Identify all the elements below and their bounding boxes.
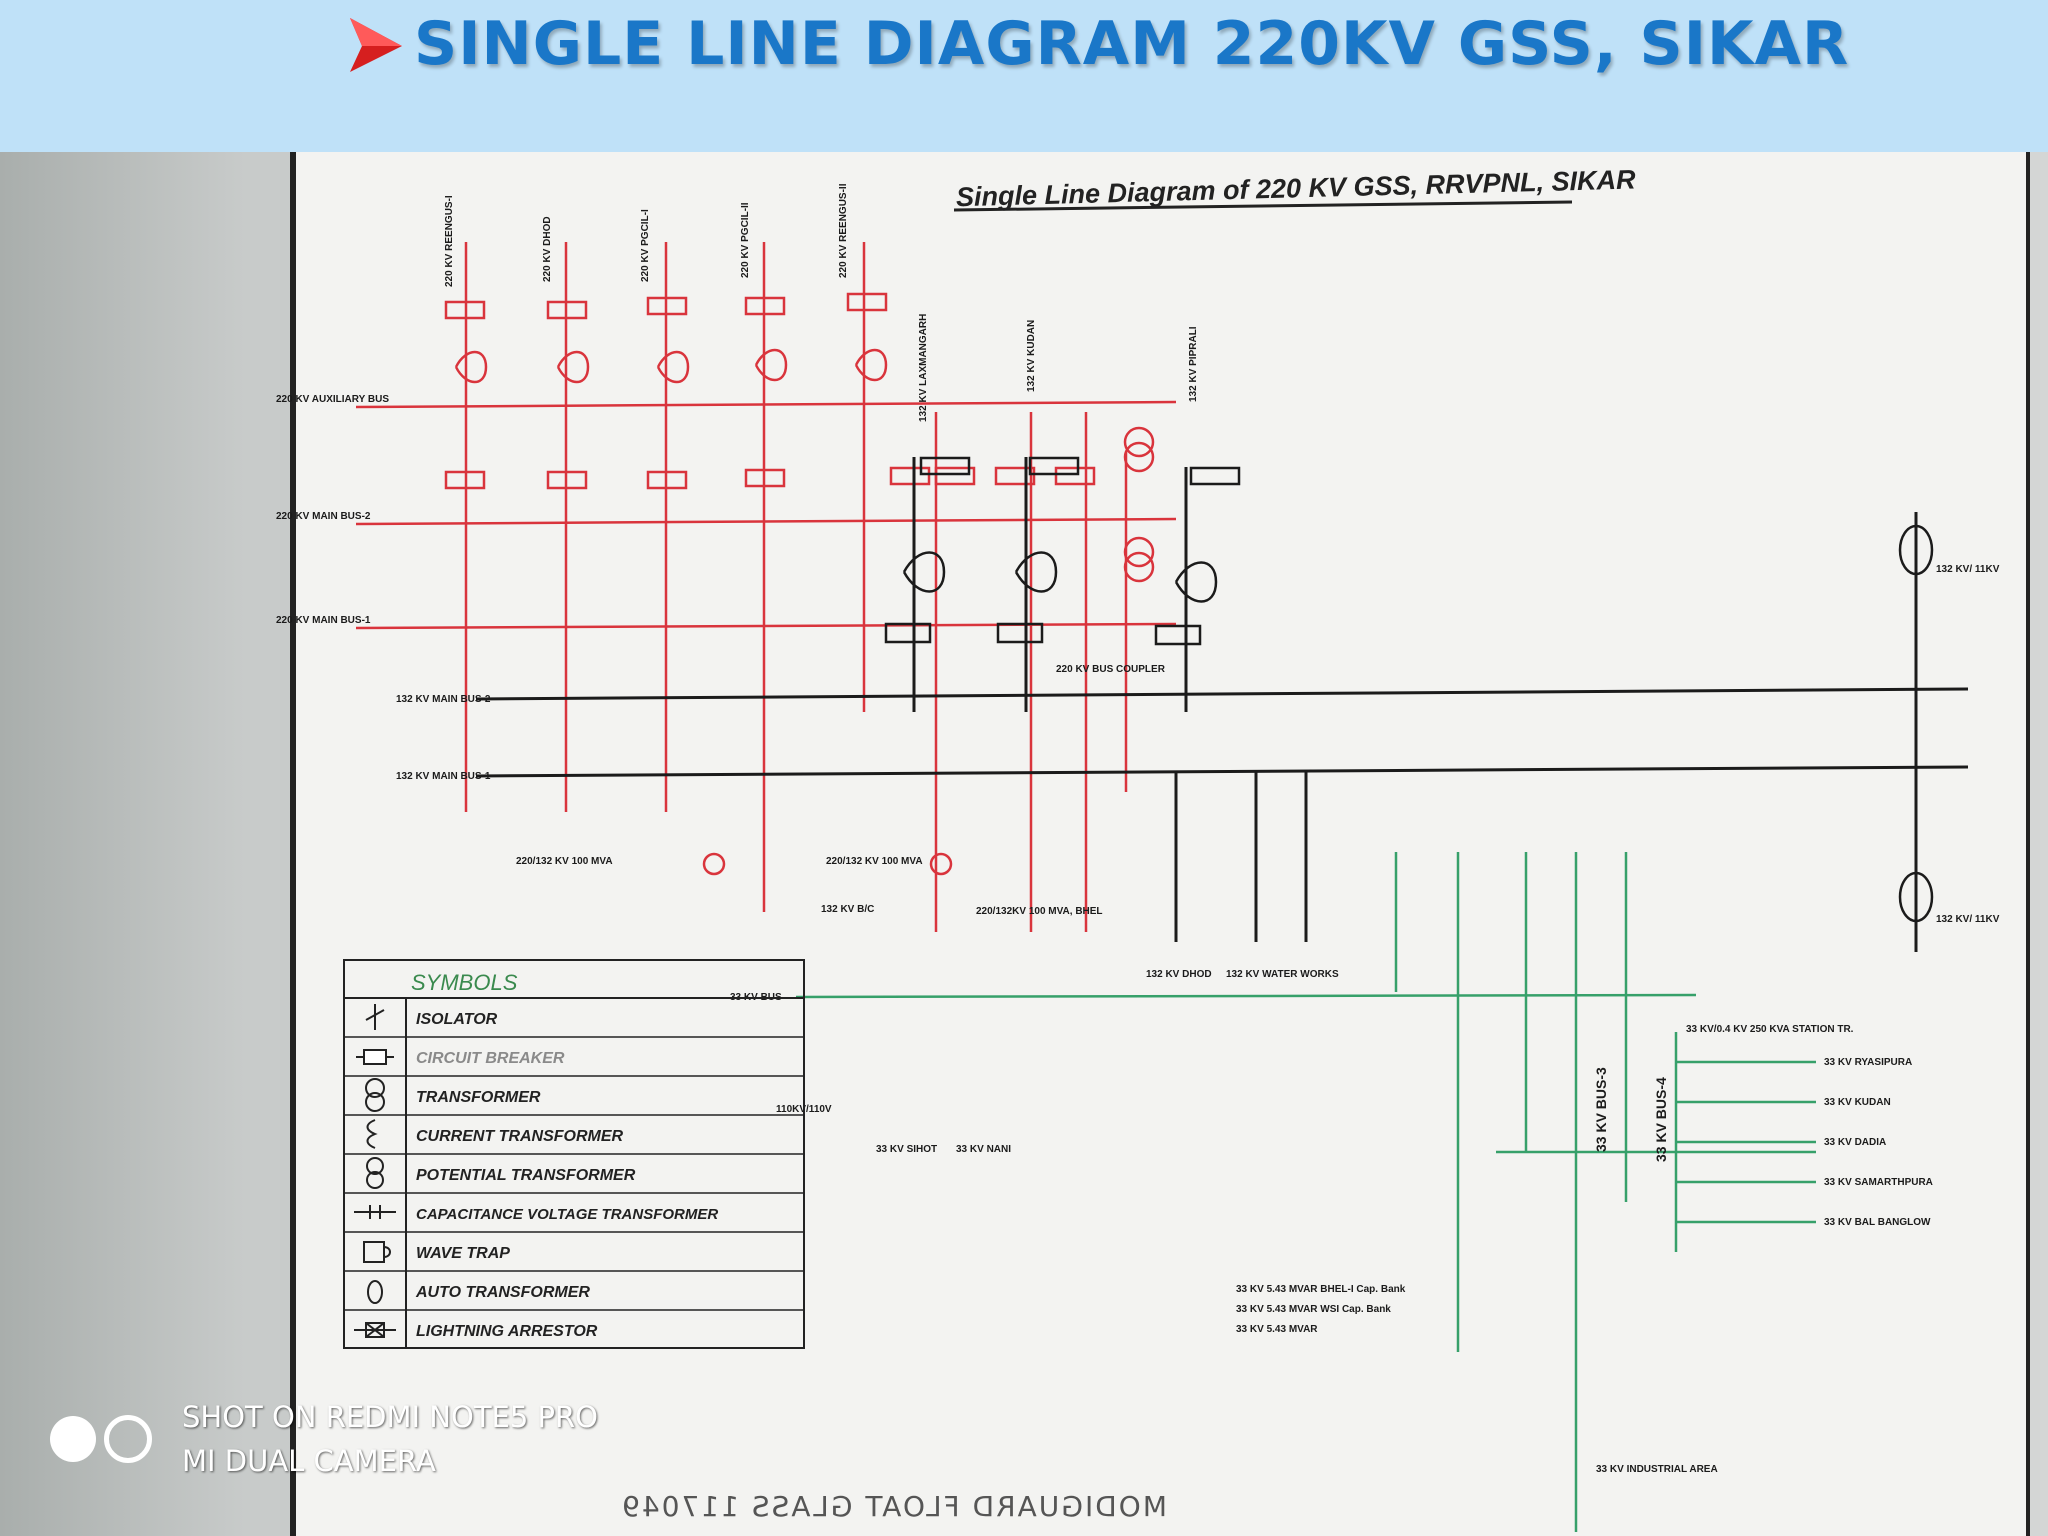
legend-label: POTENTIAL TRANSFORMER xyxy=(416,1167,636,1184)
bus-label: 132 KV MAIN BUS-2 xyxy=(396,694,491,705)
camera-ring-icon xyxy=(104,1415,152,1463)
outgoing-label: 132 KV B/C xyxy=(821,904,874,915)
feeder-label: 132 KV PIPRALI xyxy=(1188,326,1199,402)
cap-bank-label: 33 KV 5.43 MVAR BHEL-I Cap. Bank xyxy=(1236,1284,1406,1295)
legend-label: CURRENT TRANSFORMER xyxy=(416,1128,624,1145)
camera-line-2: MI DUAL CAMERA xyxy=(182,1444,436,1478)
outgoing-label: 33 KV NANI xyxy=(956,1144,1011,1155)
transformer-label: 220/132 KV 100 MVA xyxy=(826,856,923,867)
feeder-label: 220 KV PGCIL-I xyxy=(640,209,651,282)
legend-label: AUTO TRANSFORMER xyxy=(415,1284,590,1301)
right-feeder-label: 33 KV RYASIPURA xyxy=(1824,1057,1912,1068)
bus-coupler-label: 220 KV BUS COUPLER xyxy=(1056,664,1166,675)
legend-label: TRANSFORMER xyxy=(416,1089,541,1106)
black-132kv-section xyxy=(475,457,1969,952)
cap-bank-label: 33 KV 5.43 MVAR WSI Cap. Bank xyxy=(1236,1304,1391,1315)
bus-label: 220 KV MAIN BUS-1 xyxy=(276,615,371,626)
symbols-legend: SYMBOLS ISOLATOR CIRCUIT BREAKER TRANSFO… xyxy=(343,959,805,1349)
outgoing-label: 132 KV DHOD xyxy=(1146,969,1212,980)
transformer-icon xyxy=(365,1078,385,1112)
bus-label: 33 KV BUS-4 xyxy=(1653,1077,1669,1162)
bus-label: 33 KV BUS-3 xyxy=(1593,1067,1609,1152)
feeder-label: 132 KV KUDAN xyxy=(1026,320,1037,392)
camera-text: SHOT ON REDMI NOTE5 PRO MI DUAL CAMERA xyxy=(182,1395,598,1483)
legend-label: CAPACITANCE VOLTAGE TRANSFORMER xyxy=(416,1206,718,1223)
tx-label: 132 KV/ 11KV xyxy=(1936,914,2000,925)
camera-line-1: SHOT ON REDMI NOTE5 PRO xyxy=(182,1400,598,1434)
industrial-label: 33 KV INDUSTRIAL AREA xyxy=(1596,1464,1718,1475)
camera-dot-icon xyxy=(50,1416,96,1462)
legend-label: WAVE TRAP xyxy=(416,1245,510,1262)
right-feeder-label: 33 KV BAL BANGLOW xyxy=(1824,1217,1931,1228)
feeder-label: 132 KV LAXMANGARH xyxy=(918,314,929,422)
legend-label: CIRCUIT BREAKER xyxy=(416,1050,565,1067)
transformer-label: 220/132KV 100 MVA, BHEL xyxy=(976,906,1103,917)
feeder-label: 220 KV PGCIL-II xyxy=(740,202,751,278)
feeder-label: 220 KV REENGUS-II xyxy=(838,183,849,278)
transformer-label: 220/132 KV 100 MVA xyxy=(516,856,613,867)
bus-label: 220 KV AUXILIARY BUS xyxy=(276,394,389,405)
bus-label: 220 KV MAIN BUS-2 xyxy=(276,511,371,522)
outgoing-label: 132 KV WATER WORKS xyxy=(1226,969,1339,980)
bus-label: 132 KV MAIN BUS-1 xyxy=(396,771,491,782)
tx-label: 132 KV/ 11KV xyxy=(1936,564,2000,575)
outgoing-label: 33 KV SIHOT xyxy=(876,1144,937,1155)
wave-trap-icon xyxy=(363,1241,391,1263)
glass-mark: MODIGUARD FLOAT GLASS 117049 xyxy=(620,1490,1167,1523)
potential-transformer-icon xyxy=(366,1157,384,1189)
bullet-arrow-icon xyxy=(350,18,402,72)
cvt-icon xyxy=(354,1205,396,1219)
single-line-diagram: Single Line Diagram of 220 KV GSS, RRVPN… xyxy=(276,164,2000,1532)
lightning-arrestor-icon xyxy=(354,1322,396,1338)
diagram-board: Single Line Diagram of 220 KV GSS, RRVPN… xyxy=(276,152,2030,1536)
slide-title: SINGLE LINE DIAGRAM 220KV GSS, SIKAR xyxy=(414,9,1850,79)
cap-bank-label: 33 KV 5.43 MVAR xyxy=(1236,1324,1318,1335)
auto-transformer-icon xyxy=(367,1280,383,1304)
slide-title-wrap: SINGLE LINE DIAGRAM 220KV GSS, SIKAR xyxy=(348,4,1849,84)
green-33kv-section xyxy=(795,852,1816,1532)
legend-label: LIGHTNING ARRESTOR xyxy=(416,1323,598,1340)
feeder-label: 220 KV REENGUS-I xyxy=(444,195,455,287)
legend-title: SYMBOLS xyxy=(411,970,518,995)
right-feeder-label: 33 KV DADIA xyxy=(1824,1137,1886,1148)
circuit-breaker-icon xyxy=(356,1049,394,1065)
isolator-icon xyxy=(365,1004,385,1030)
current-transformer-icon xyxy=(366,1119,378,1149)
right-feeder-label: 33 KV SAMARTHPURA xyxy=(1824,1177,1933,1188)
feeder-label: 220 KV DHOD xyxy=(542,216,553,282)
station-tr-label: 33 KV/0.4 KV 250 KVA STATION TR. xyxy=(1686,1024,1854,1035)
legend-label: ISOLATOR xyxy=(416,1011,498,1028)
right-feeder-label: 33 KV KUDAN xyxy=(1824,1097,1891,1108)
camera-watermark: SHOT ON REDMI NOTE5 PRO MI DUAL CAMERA xyxy=(50,1395,598,1483)
slide-header: SINGLE LINE DIAGRAM 220KV GSS, SIKAR xyxy=(0,0,2048,152)
